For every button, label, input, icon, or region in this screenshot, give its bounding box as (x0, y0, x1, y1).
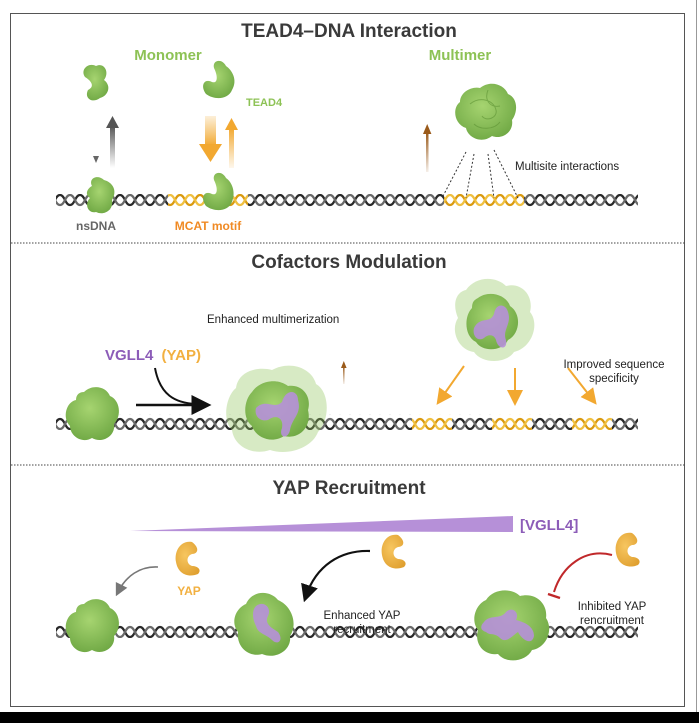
inhibited-yap-recruitment-line2: rencruitment (580, 615, 645, 627)
monomer-label: Monomer (134, 47, 202, 64)
enhanced-yap-recruitment-line1: Enhanced YAP (324, 610, 401, 622)
mcat-arrow-down-head (199, 144, 222, 162)
yap-molecule-2 (381, 534, 406, 569)
motif-site-1 (412, 414, 452, 430)
tead4-multimer-unliganded (65, 387, 119, 441)
multimer-increase-arrow-small (343, 366, 345, 384)
tead4-multimer-alone (65, 599, 119, 653)
enhanced-multimerization-label: Enhanced multimerization (207, 314, 339, 326)
tead4-multimer (455, 83, 517, 140)
arrow-up-head (106, 116, 119, 128)
tead4-monomer-free-mcat (203, 60, 235, 99)
improved-specificity-line1: Improved sequence (563, 359, 664, 371)
motif-site-2 (492, 414, 532, 430)
yap-inhibition-arrow (553, 552, 613, 593)
dna-strand-panel2 (56, 414, 638, 430)
tead4-monomer-bound-nsdna (86, 177, 115, 214)
vgll4-concentration-gradient (130, 516, 513, 532)
multimer-label: Multimer (429, 47, 492, 64)
yap-molecule-3 (615, 532, 640, 567)
cofactor-curve-arrow (154, 367, 197, 405)
binding-arrow-up (110, 126, 115, 168)
vgll4-yap-label: VGLL4 (YAP) (105, 347, 201, 364)
enhanced-yap-recruitment-line2: recruitment (333, 624, 391, 636)
mcat-motif-label: MCAT motif (175, 219, 242, 233)
tead4-label: TEAD4 (246, 97, 283, 109)
panel-cofactors-modulation: Cofactors Modulation Enhanced multimeriz… (56, 252, 665, 452)
yap-weak-recruitment-arrow (115, 566, 159, 597)
mcat-unbinding-arrow-up (229, 128, 234, 168)
dna-strand-panel1 (56, 194, 638, 210)
vgll4-label: VGLL4 (105, 347, 154, 364)
specificity-arrows (436, 365, 597, 406)
multimer-increase-arrow (426, 132, 429, 172)
tead4-monomer-free-nsdna (83, 64, 109, 101)
inhibition-bar (547, 592, 561, 600)
inhibited-yap-recruitment-line1: Inhibited YAP (578, 601, 647, 613)
multisite-interactions-label: Multisite interactions (515, 161, 619, 173)
panel1-title: TEAD4–DNA Interaction (241, 21, 457, 42)
multimer-arrow-head (423, 124, 432, 134)
tead4-monomer-bound-mcat (203, 172, 234, 211)
yap-label: YAP (177, 584, 201, 598)
mcat-arrow-up-head (225, 118, 238, 130)
motif-site-3 (572, 414, 612, 430)
panel2-title: Cofactors Modulation (251, 252, 446, 273)
multisite-motif-segment (444, 194, 524, 210)
multisite-dotted-lines (441, 149, 519, 199)
improved-specificity-line2: specificity (589, 373, 639, 385)
tead4-vgll4-complex-recruiting (234, 592, 294, 656)
nsdna-label: nsDNA (76, 219, 116, 233)
bottom-band (0, 712, 699, 723)
tead4-vgll4-complex-inhibited (474, 590, 550, 661)
panel-tead4-dna-interaction: TEAD4–DNA Interaction Monomer Multimer T… (56, 21, 638, 233)
tead4-vgll4-complex-enhanced (226, 365, 327, 452)
panel3-title: YAP Recruitment (272, 478, 426, 499)
small-arrow-head (341, 361, 347, 368)
arrow-down-head (93, 156, 99, 163)
mcat-binding-arrow-down (205, 116, 216, 146)
yap-enhanced-recruitment-arrow (301, 549, 371, 603)
panel-yap-recruitment: YAP Recruitment [VGLL4] YAP Enhanced YAP… (56, 478, 647, 661)
yap-optional-label: (YAP) (162, 347, 201, 364)
page-edge (696, 0, 697, 712)
vgll4-concentration-label: [VGLL4] (520, 517, 578, 534)
yap-molecule-1 (175, 541, 200, 576)
tead4-vgll4-complex-specificity (454, 278, 535, 361)
